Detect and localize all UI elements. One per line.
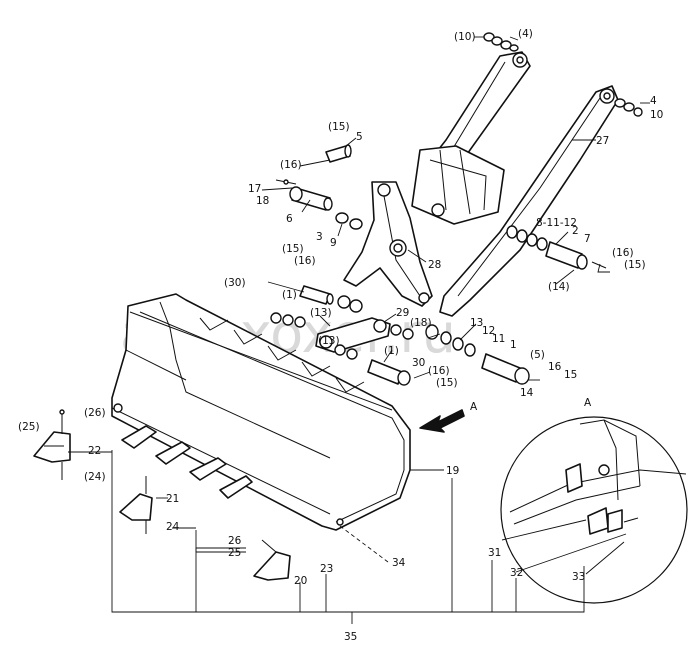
callout-1-paren-b: (1) [384, 345, 399, 357]
callout-19: 19 [446, 465, 459, 477]
callout-21: 21 [166, 493, 179, 505]
callout-7: 7 [584, 233, 591, 245]
callout-15-paren-d: (15) [436, 377, 458, 389]
pin-5 [325, 144, 352, 163]
callout-22: 22 [88, 445, 101, 457]
pin-6 [289, 186, 333, 211]
callout-27: 27 [596, 135, 609, 147]
detail-a-label: A [584, 397, 592, 409]
bushing-3-9 [335, 212, 363, 230]
callout-1: 1 [510, 339, 517, 351]
callout-5-paren: (5) [530, 349, 545, 361]
callout-16-paren-d: (16) [428, 365, 450, 377]
link-29 [315, 317, 391, 353]
callout-26-paren: (26) [84, 407, 106, 419]
cross-tube-frame [411, 145, 505, 225]
callout-28: 28 [428, 259, 441, 271]
adapter-21 [119, 476, 153, 534]
callout-9: 9 [330, 237, 337, 249]
callout-12: 12 [482, 325, 495, 337]
callout-18-paren: (18) [410, 317, 432, 329]
adapter-20 [253, 539, 291, 581]
view-a-label: A [470, 401, 478, 413]
callout-10: 10 [650, 109, 663, 121]
callout-35: 35 [344, 631, 357, 643]
callout-34: 34 [392, 557, 406, 569]
bucket-tooth-row [121, 425, 253, 499]
pin-2-assembly [506, 225, 607, 270]
pin-4-10-group [614, 98, 643, 117]
seal-rings-left [270, 295, 414, 360]
pin-10-4-group [483, 32, 519, 52]
callout-26: 26 [228, 535, 242, 547]
callout-29: 29 [396, 307, 409, 319]
callout-25: 25 [228, 547, 241, 559]
callout-16-paren-b: (16) [612, 247, 634, 259]
bolt-17-18 [275, 179, 297, 185]
callout-4: 4 [650, 95, 657, 107]
callout-11: 11 [492, 333, 505, 345]
callout-8-11-12: 8-11-12 [536, 217, 577, 229]
callout-labels: (10) (4) 4 10 27 (15) 5 (16) 17 18 6 3 9… [18, 28, 663, 643]
callout-23: 23 [320, 563, 333, 575]
callout-15-paren-b: (15) [624, 259, 646, 271]
view-a-arrow: A [419, 401, 478, 433]
callout-14: 14 [520, 387, 534, 399]
adapter-22 [33, 409, 71, 480]
bucket-19 [111, 293, 411, 531]
bellcrank-28 [343, 181, 433, 307]
callout-24: 24 [166, 521, 180, 533]
callout-30: 30 [412, 357, 425, 369]
callout-5: 5 [356, 131, 363, 143]
callout-13: 13 [470, 317, 483, 329]
callout-16: 16 [548, 361, 562, 373]
callout-25-paren: (25) [18, 421, 40, 433]
callout-24-paren: (24) [84, 471, 106, 483]
callout-15-paren-c: (15) [282, 243, 304, 255]
callout-6: 6 [286, 213, 293, 225]
pin-1-upper [299, 285, 334, 305]
callout-30-paren: (30) [224, 277, 246, 289]
callout-20: 20 [294, 575, 307, 587]
callout-15-paren-a: (15) [328, 121, 350, 133]
detail-view-a: A [500, 397, 688, 604]
callout-16-paren-c: (16) [294, 255, 316, 267]
callout-17: 17 [248, 183, 261, 195]
callout-1-paren-a: (1) [282, 289, 297, 301]
callout-2: 2 [572, 225, 579, 237]
callout-15: 15 [564, 369, 577, 381]
pin-30-lower [367, 359, 411, 386]
callout-13-paren-b: (13) [318, 335, 340, 347]
callout-14-paren: (14) [548, 281, 570, 293]
callout-3: 3 [316, 231, 323, 243]
callout-10-paren: (10) [454, 31, 476, 43]
callout-16-paren-a: (16) [280, 159, 302, 171]
callout-31: 31 [488, 547, 501, 559]
callout-32: 32 [510, 567, 523, 579]
callout-33: 33 [572, 571, 585, 583]
leader-lines [68, 36, 650, 624]
callout-18: 18 [256, 195, 269, 207]
boom-arm-27 [439, 85, 619, 317]
callout-4-paren: (4) [518, 28, 533, 40]
callout-13-paren-a: (13) [310, 307, 332, 319]
